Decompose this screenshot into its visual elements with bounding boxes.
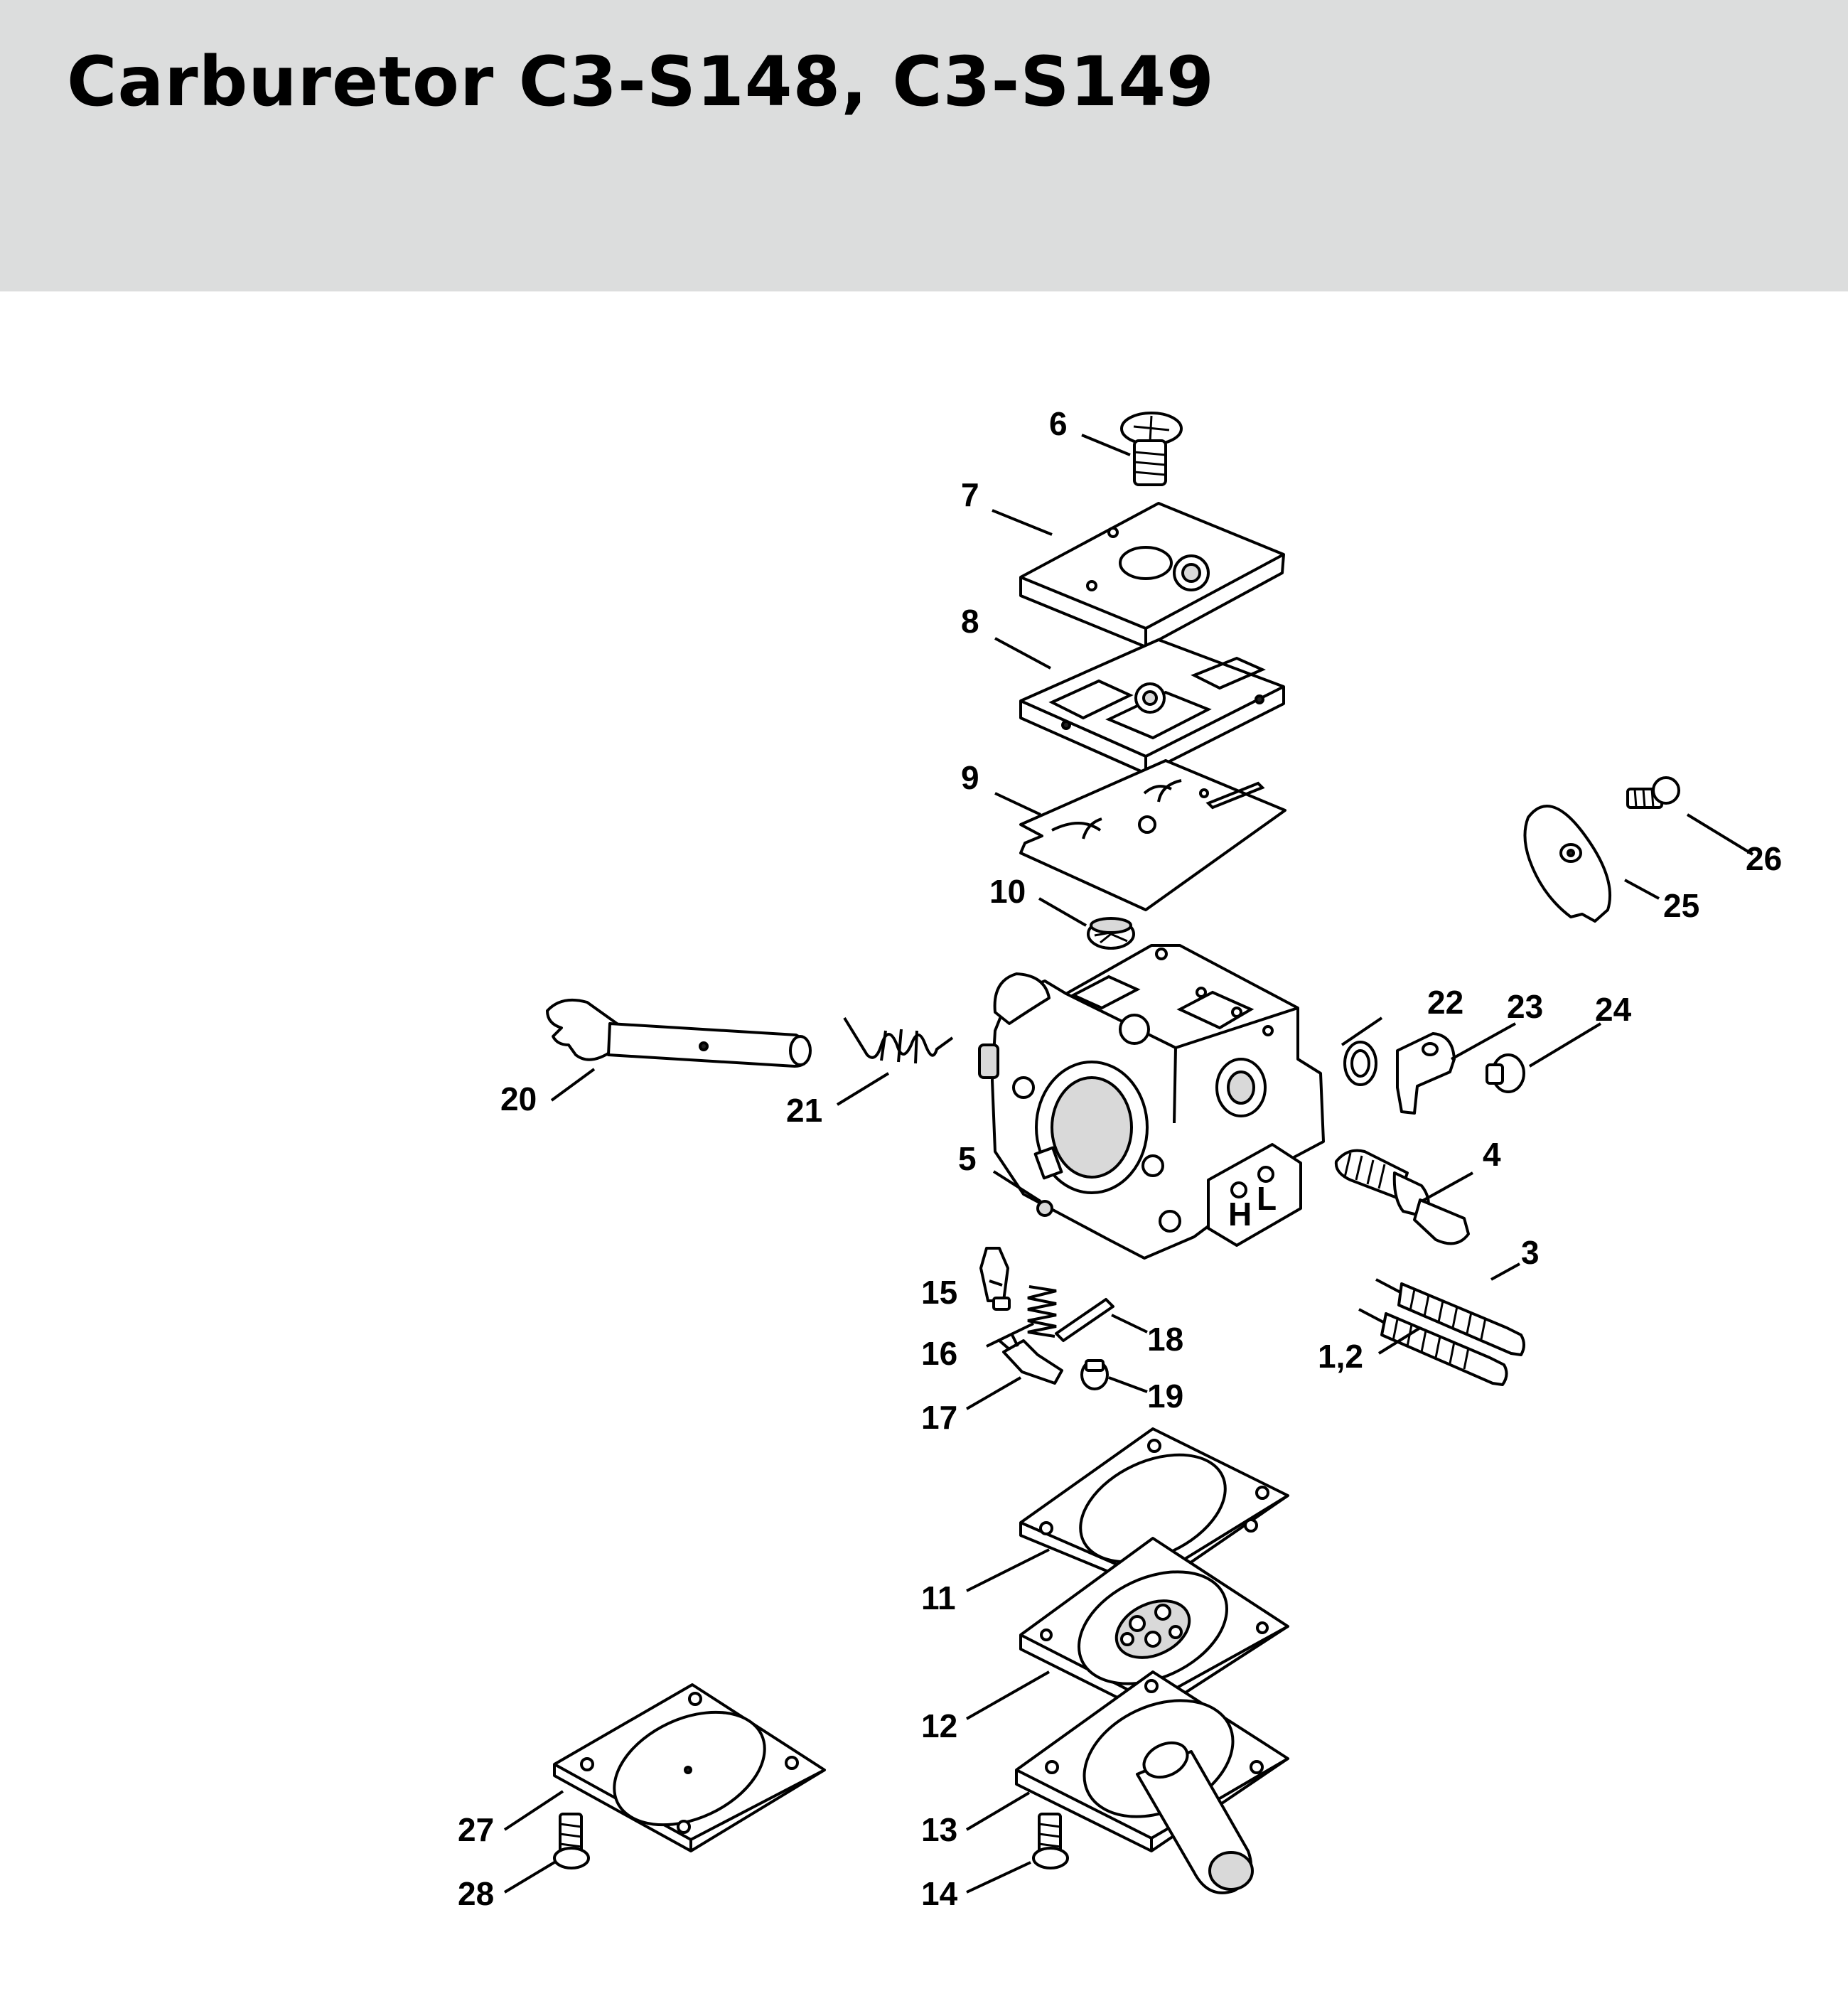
callout-labels: 6 7 8 9 10 22 23 24 25 26 20 21 5 4 3 1,… xyxy=(458,405,1782,1912)
part-3-needle[interactable] xyxy=(1375,1278,1525,1356)
callout-25: 25 xyxy=(1663,887,1699,924)
callout-12: 12 xyxy=(921,1707,957,1744)
part-15-needle-valve[interactable] xyxy=(979,1247,1011,1311)
callout-7: 7 xyxy=(961,476,979,513)
callout-13: 13 xyxy=(921,1811,957,1848)
exploded-parts-diagram: H L xyxy=(0,291,1848,1996)
callout-18: 18 xyxy=(1147,1321,1183,1358)
part-11-gasket[interactable] xyxy=(1019,1427,1289,1591)
callout-21: 21 xyxy=(786,1092,822,1129)
callout-1-2: 1,2 xyxy=(1318,1338,1363,1375)
header-band: Carburetor C3-S148, C3-S149 xyxy=(0,0,1848,291)
part-19-screw[interactable] xyxy=(1080,1359,1109,1390)
callout-28: 28 xyxy=(458,1875,494,1912)
part-27-cover[interactable] xyxy=(553,1683,826,1852)
diagram-canvas: H L xyxy=(458,405,1782,1912)
part-14-screw[interactable] xyxy=(1032,1813,1069,1869)
callout-3: 3 xyxy=(1521,1234,1540,1271)
part-10-screen[interactable] xyxy=(1087,917,1135,950)
part-28-screw[interactable] xyxy=(553,1813,590,1869)
callout-17: 17 xyxy=(921,1399,957,1436)
callout-9: 9 xyxy=(961,759,979,796)
part-24-screw[interactable] xyxy=(1486,1053,1525,1093)
part-26-screw[interactable] xyxy=(1626,776,1680,809)
page-title: Carburetor C3-S148, C3-S149 xyxy=(67,42,1215,122)
callout-16: 16 xyxy=(921,1335,957,1372)
part-4-screw[interactable] xyxy=(1334,1149,1470,1245)
callout-14: 14 xyxy=(921,1875,958,1912)
part-8-gasket[interactable] xyxy=(1019,638,1285,775)
part-7-cover[interactable] xyxy=(1019,502,1285,648)
callout-11: 11 xyxy=(921,1579,956,1616)
callout-6: 6 xyxy=(1049,405,1068,442)
callout-5: 5 xyxy=(958,1140,977,1177)
part-21-spring[interactable] xyxy=(843,1016,954,1064)
part-6-screw[interactable] xyxy=(1120,412,1183,486)
part-25-disc[interactable] xyxy=(1523,805,1611,923)
callout-4: 4 xyxy=(1483,1136,1501,1173)
part-23-lever[interactable] xyxy=(1396,1032,1456,1115)
callout-15: 15 xyxy=(921,1274,957,1311)
part-17-lever[interactable] xyxy=(998,1334,1063,1385)
callout-23: 23 xyxy=(1507,988,1543,1025)
callout-10: 10 xyxy=(989,873,1026,910)
callout-20: 20 xyxy=(500,1080,537,1117)
body-marking-l: L xyxy=(1257,1180,1277,1217)
callout-27: 27 xyxy=(458,1811,494,1848)
callout-26: 26 xyxy=(1746,840,1782,877)
part-16-spring[interactable] xyxy=(1027,1285,1057,1338)
part-22-ring[interactable] xyxy=(1343,1041,1377,1086)
callout-19: 19 xyxy=(1147,1378,1183,1415)
body-marking-h: H xyxy=(1228,1196,1252,1233)
part-20-shaft[interactable] xyxy=(546,999,812,1068)
part-5-ball[interactable] xyxy=(1036,1200,1053,1217)
part-13-pump-cover[interactable] xyxy=(1015,1670,1289,1894)
carburetor-body[interactable]: H L xyxy=(978,944,1325,1260)
part-18-pin[interactable] xyxy=(1055,1298,1114,1342)
callout-22: 22 xyxy=(1427,984,1463,1021)
part-9-plate[interactable] xyxy=(1019,759,1286,911)
leader-lines xyxy=(503,434,1754,1894)
callout-8: 8 xyxy=(961,603,979,640)
callout-24: 24 xyxy=(1595,991,1632,1028)
